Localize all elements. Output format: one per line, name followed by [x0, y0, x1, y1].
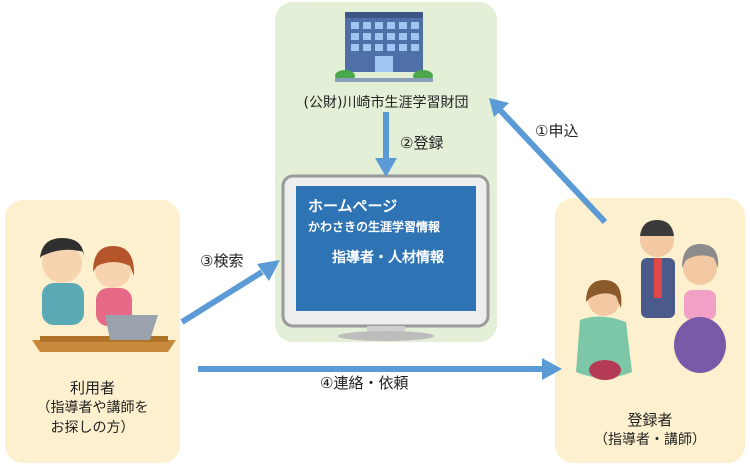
user-desc-line2: お探しの方） [50, 420, 135, 436]
registrant-desc-line1: （指導者・講師） [594, 432, 706, 448]
user-desc-line1: （指導者や講師を [36, 400, 149, 416]
user-label-block: 利用者 （指導者や講師を お探しの方） [10, 378, 175, 438]
monitor-screen [296, 186, 476, 311]
homepage-title: ホームページ [308, 197, 398, 215]
step-apply-label: ①申込 [535, 122, 579, 140]
homepage-subtitle: かわさきの生涯学習情報 [308, 220, 441, 234]
step-contact-label: ④連絡・依頼 [320, 374, 409, 392]
arrow-apply [489, 98, 608, 225]
registrant-title: 登録者 [627, 411, 673, 429]
homepage-screen-text: ホームページ かわさきの生涯学習情報 指導者・人材情報 [308, 195, 468, 267]
user-title: 利用者 [69, 379, 115, 397]
users-with-laptop-icon [32, 238, 176, 352]
registrant-label-block: 登録者 （指導者・講師） [560, 410, 740, 450]
arrow-search [180, 260, 280, 325]
computer-monitor-icon [281, 174, 490, 341]
step-register-label: ②登録 [400, 134, 444, 152]
office-building-icon [335, 12, 433, 82]
arrow-contact [198, 358, 562, 380]
arrow-register [375, 112, 397, 177]
organization-name: (公財)川崎市生涯学習財団 [303, 95, 469, 111]
instructors-icon [576, 220, 726, 380]
step-search-label: ③検索 [200, 252, 244, 270]
homepage-info: 指導者・人材情報 [332, 250, 444, 266]
